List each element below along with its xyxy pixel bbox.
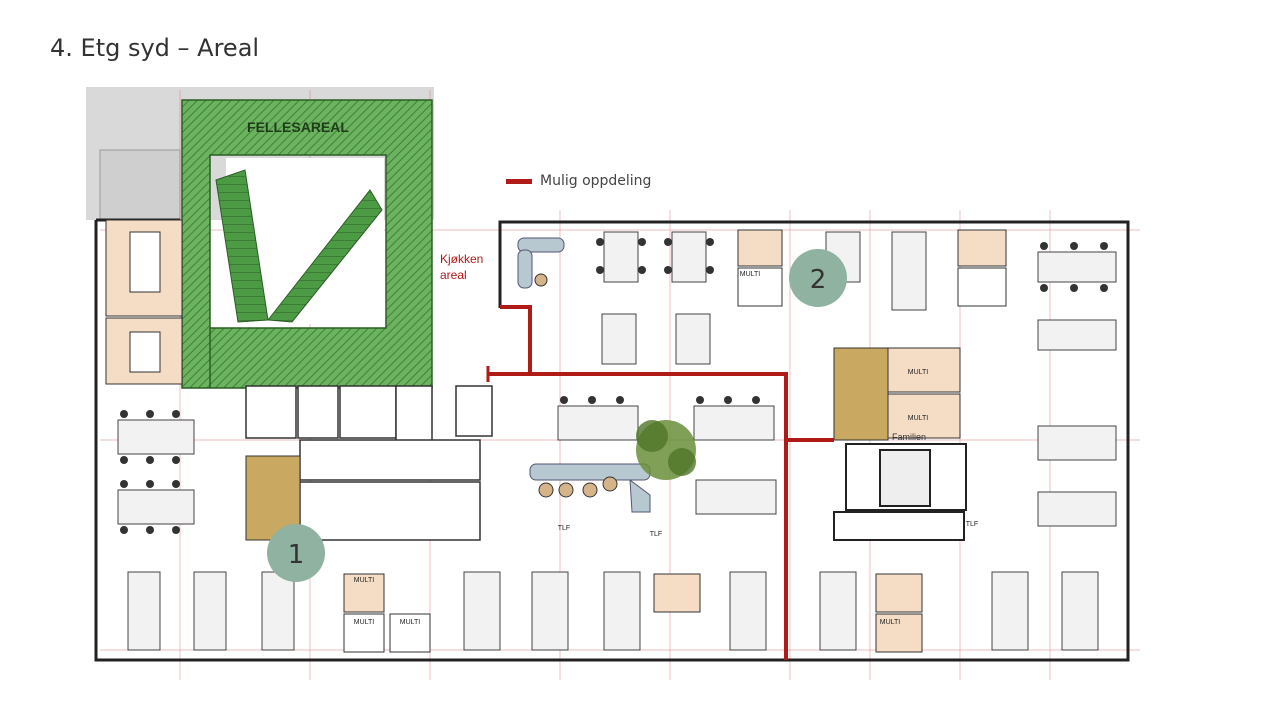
svg-text:1: 1	[288, 540, 305, 570]
svg-text:2: 2	[810, 265, 827, 295]
common-area: FELLESAREAL	[181, 99, 433, 389]
multi-label: MULTI	[880, 619, 901, 626]
desk-clusters	[117, 231, 1117, 651]
multi-label: MULTI	[354, 619, 375, 626]
tlf-label: TLF	[558, 525, 570, 532]
zone-badge-1: 1	[267, 524, 325, 582]
core-rooms	[245, 385, 493, 541]
tlf-label: TLF	[966, 521, 978, 528]
legend: Mulig oppdeling	[506, 170, 651, 192]
multi-rooms-bottom	[343, 229, 1007, 653]
multi-label: MULTI	[740, 271, 761, 278]
multi-label: MULTI	[908, 369, 929, 376]
kitchen-label-line1: Kjøkken	[440, 252, 483, 266]
chairs	[120, 238, 1108, 534]
legend-label: Mulig oppdeling	[540, 173, 652, 189]
storage-room-right	[833, 347, 889, 441]
stairwell-right	[833, 443, 967, 541]
familien-label: Familien	[892, 432, 926, 442]
zone-badge-2: 2	[789, 249, 847, 307]
common-area-label: FELLESAREAL	[247, 119, 349, 135]
lounge	[517, 237, 696, 513]
kitchen-label-line2: areal	[440, 268, 467, 282]
multi-label: MULTI	[400, 619, 421, 626]
tlf-label: TLF	[650, 531, 662, 538]
multi-label: MULTI	[908, 415, 929, 422]
legend-swatch	[506, 178, 532, 184]
multi-label: MULTI	[354, 577, 375, 584]
meeting-rooms-left	[105, 219, 183, 385]
page-title: 4. Etg syd – Areal	[50, 34, 260, 62]
